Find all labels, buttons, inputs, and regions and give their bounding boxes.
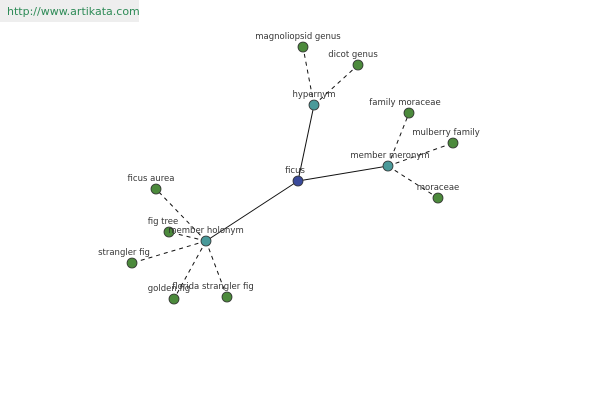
node-label-moraceae: moraceae — [417, 183, 460, 193]
node-label-fig-tree: fig tree — [148, 217, 179, 227]
edge-member-holonym-to-strangler-fig — [131, 240, 207, 264]
node-label-strangler-fig: strangler fig — [98, 248, 150, 258]
edge-hypernym-to-dicot-genus — [313, 64, 359, 106]
node-label-member-holonym: member holonym — [168, 226, 243, 236]
url-banner: http://www.artikata.com — [0, 0, 140, 22]
node-golden-fig[interactable] — [168, 293, 180, 305]
node-ficus[interactable] — [292, 175, 304, 187]
node-label-dicot-genus: dicot genus — [328, 50, 378, 60]
node-hypernym[interactable] — [308, 99, 320, 111]
edge-member-meronym-to-family-moraceae — [387, 112, 410, 167]
node-magnoliopsid-genus[interactable] — [297, 41, 309, 53]
node-moraceae[interactable] — [432, 192, 444, 204]
node-family-moraceae[interactable] — [403, 107, 415, 119]
edge-ficus-to-hypernym — [297, 104, 315, 182]
edge-member-holonym-to-fig-tree — [168, 231, 207, 242]
node-label-ficus: ficus — [285, 166, 305, 176]
node-florida-strangler-fig[interactable] — [221, 291, 233, 303]
node-fig-tree[interactable] — [163, 226, 175, 238]
node-label-family-moraceae: family moraceae — [369, 98, 440, 108]
node-member-holonym[interactable] — [200, 235, 212, 247]
node-label-ficus-aurea: ficus aurea — [128, 174, 175, 184]
node-label-hypernym: hypernym — [292, 90, 335, 100]
node-ficus-aurea[interactable] — [150, 183, 162, 195]
node-label-member-meronym: member meronym — [350, 151, 429, 161]
edge-member-meronym-to-mulberry-family — [387, 142, 454, 167]
edge-hypernym-to-magnoliopsid-genus — [302, 46, 315, 106]
edges-layer — [131, 46, 454, 300]
edge-member-meronym-to-moraceae — [387, 165, 439, 199]
node-dicot-genus[interactable] — [352, 59, 364, 71]
edge-ficus-to-member-holonym — [205, 180, 299, 242]
edge-ficus-to-member-meronym — [297, 165, 389, 182]
node-label-mulberry-family: mulberry family — [412, 128, 479, 138]
node-label-florida-strangler-fig: florida strangler fig — [172, 282, 254, 292]
site-url-link[interactable]: http://www.artikata.com — [7, 5, 140, 18]
node-label-golden-fig: golden fig — [148, 284, 190, 294]
edge-member-holonym-to-florida-strangler-fig — [205, 240, 228, 298]
labels-layer: ficus hypernym member meronym member holony… — [98, 32, 480, 294]
node-mulberry-family[interactable] — [447, 137, 459, 149]
nodes-layer — [126, 41, 459, 305]
node-member-meronym[interactable] — [382, 160, 394, 172]
node-strangler-fig[interactable] — [126, 257, 138, 269]
edge-member-holonym-to-golden-fig — [173, 240, 207, 300]
node-label-magnoliopsid-genus: magnoliopsid genus — [255, 32, 341, 42]
